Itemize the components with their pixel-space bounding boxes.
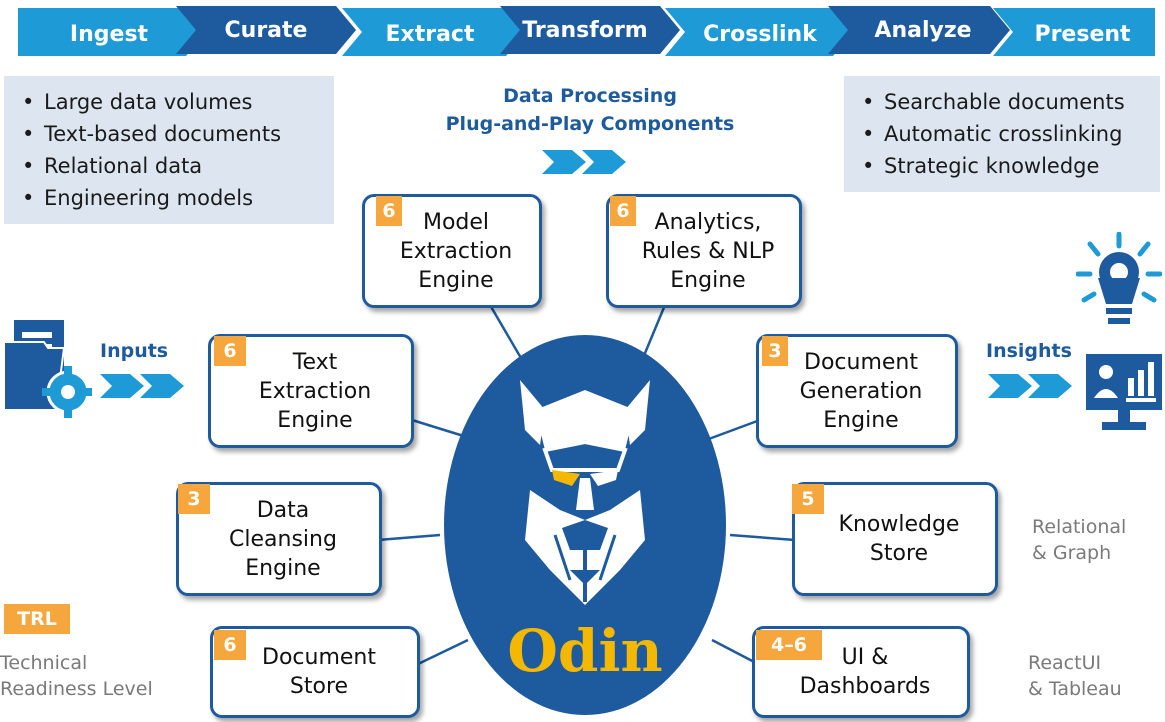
trl-badge: 6 xyxy=(610,196,636,226)
engine-label: Document Store xyxy=(262,645,376,699)
engine-label: Document Generation Engine xyxy=(799,349,923,433)
analytics-engine-box: Analytics, Rules & NLP Engine xyxy=(606,194,802,308)
inputs-bullet-box: Large data volumes Text-based documents … xyxy=(4,76,334,224)
ui-note: ReactUI & Tableau xyxy=(1028,652,1122,700)
stage-crosslink: Crosslink xyxy=(703,21,817,47)
odin-face-icon xyxy=(520,380,650,605)
bullet-item: Text-based documents xyxy=(18,118,320,150)
stage-extract: Extract xyxy=(385,21,475,47)
bullet-item: Automatic crosslinking xyxy=(858,118,1146,150)
stage-curate: Curate xyxy=(224,17,308,43)
heading-line: Plug-and-Play Components xyxy=(445,113,735,135)
bullet-item: Searchable documents xyxy=(858,86,1146,118)
trl-legend-text: Technical Readiness Level xyxy=(0,652,153,700)
trl-badge: 6 xyxy=(214,336,246,366)
lightbulb-gear-icon xyxy=(1076,232,1162,324)
model-extraction-engine-box: Model Extraction Engine xyxy=(362,194,542,308)
inputs-label: Inputs xyxy=(100,340,169,362)
insights-arrow-icon xyxy=(988,374,1072,398)
stage-present: Present xyxy=(1034,21,1131,47)
bullet-item: Large data volumes xyxy=(18,86,320,118)
center-heading: Data Processing Plug-and-Play Components xyxy=(400,82,780,138)
knowledge-store-note: Relational & Graph xyxy=(1032,516,1127,564)
stage-transform: Transform xyxy=(522,17,648,43)
double-chevron-icon xyxy=(542,150,626,174)
trl-badge: 3 xyxy=(762,336,788,366)
engine-label: Model Extraction Engine xyxy=(399,209,513,293)
insights-label: Insights xyxy=(986,340,1072,362)
trl-legend-badge: TRL xyxy=(4,604,70,634)
outputs-bullet-box: Searchable documents Automatic crosslink… xyxy=(844,76,1160,192)
document-generation-engine-box: Document Generation Engine xyxy=(756,334,958,448)
trl-badge: 3 xyxy=(178,484,210,514)
engine-label: Analytics, Rules & NLP Engine xyxy=(641,209,775,293)
inputs-arrow-icon xyxy=(100,374,184,398)
monitor-analytics-icon xyxy=(1086,354,1162,430)
engine-label: UI & Dashboards xyxy=(799,645,931,699)
document-store-box: Document Store xyxy=(210,626,420,718)
odin-title: Odin xyxy=(507,617,663,685)
documents-gear-icon xyxy=(4,320,92,418)
pipeline-chevrons xyxy=(18,6,1155,56)
trl-badge: 6 xyxy=(376,196,402,226)
stage-analyze: Analyze xyxy=(874,17,972,43)
knowledge-store-box: Knowledge Store xyxy=(792,482,998,596)
data-cleansing-engine-box: Data Cleansing Engine xyxy=(176,482,382,596)
engine-label: Data Cleansing Engine xyxy=(229,497,337,581)
bullet-item: Relational data xyxy=(18,150,320,182)
text-extraction-engine-box: Text Extraction Engine xyxy=(208,334,414,448)
trl-badge: 6 xyxy=(214,630,246,660)
heading-line: Data Processing xyxy=(503,85,677,107)
trl-badge: 4–6 xyxy=(756,630,822,660)
engine-label: Text Extraction Engine xyxy=(258,349,372,433)
engine-label: Knowledge Store xyxy=(838,512,960,566)
stage-ingest: Ingest xyxy=(69,21,149,47)
bullet-item: Strategic knowledge xyxy=(858,150,1146,182)
bullet-item: Engineering models xyxy=(18,182,320,214)
trl-badge: 5 xyxy=(792,484,824,514)
